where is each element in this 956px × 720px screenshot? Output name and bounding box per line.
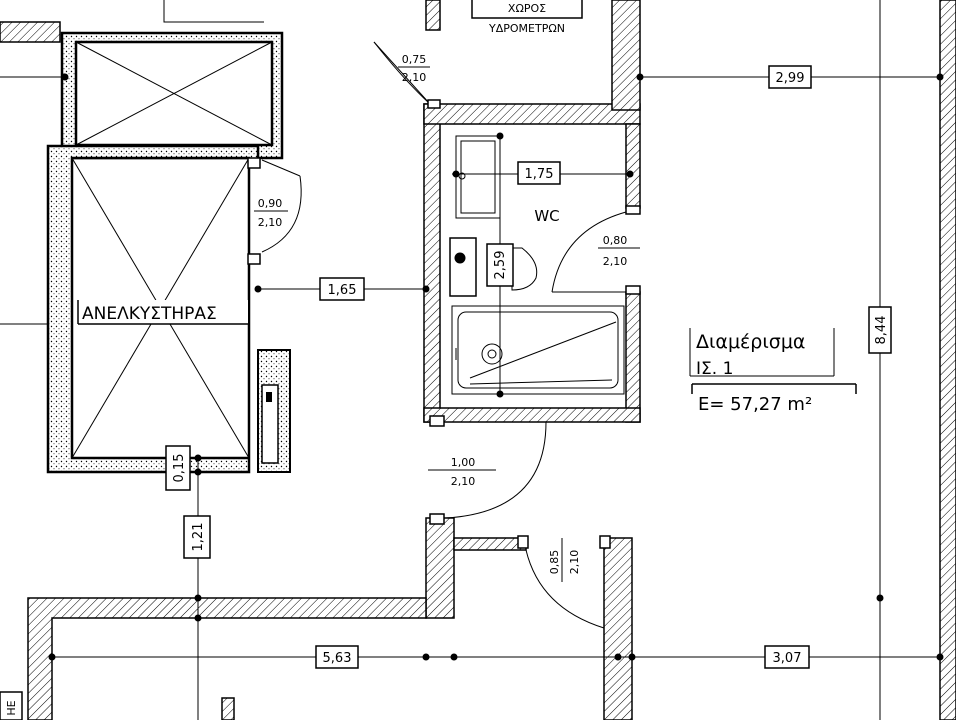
door1-height: 2,10: [402, 71, 427, 84]
dim-wc-width: 1,75: [525, 167, 554, 182]
meter-room-text-2: ΥΔΡΟΜΕΤΡΩΝ: [488, 22, 565, 35]
door4-width: 1,00: [451, 456, 476, 469]
door-jambs: [247, 99, 641, 549]
elevator-shaft-walls: [46, 31, 291, 474]
apartment-area: Ε= 57,27 m²: [698, 394, 812, 415]
door5-height: 2,10: [568, 550, 581, 575]
wc-fixtures: [449, 135, 625, 395]
door2-width: 0,90: [258, 197, 283, 210]
dim-corridor: 1,65: [328, 283, 357, 298]
dim-top-right: 2,99: [776, 71, 805, 86]
elevator-text: ΑΝΕΛΚΥΣΤΗΡΑΣ: [82, 304, 217, 324]
dim-bottom-right: 3,07: [773, 651, 802, 666]
door3-width: 0,80: [603, 234, 628, 247]
door-labels: 0,75 2,10 0,90 2,10 0,80 2,10 1,00 2,10 …: [254, 53, 640, 582]
door1-width: 0,75: [402, 53, 427, 66]
door4-height: 2,10: [451, 475, 476, 488]
door3-height: 2,10: [603, 255, 628, 268]
wc-label: WC: [534, 207, 559, 225]
apartment-title: Διαμέρισμα: [696, 331, 805, 353]
dimension-values: 2,99 1,75 2,59 1,65 8,44 0,15 1,21 5,63 …: [165, 65, 892, 669]
edge-label: HE: [0, 691, 23, 720]
door2-height: 2,10: [258, 216, 283, 229]
door5-width: 0,85: [548, 550, 561, 575]
apartment-label: Διαμέρισμα ΙΣ. 1 Ε= 57,27 m²: [689, 328, 857, 415]
door-swings: [163, 0, 627, 629]
meter-room-label: ΧΩΡΟΣ ΥΔΡΟΜΕΤΡΩΝ: [471, 0, 583, 35]
dim-lobby-depth: 1,21: [191, 523, 206, 552]
apartment-floor: ΙΣ. 1: [696, 359, 733, 379]
elevator-label: ΑΝΕΛΚΥΣΤΗΡΑΣ: [76, 300, 248, 325]
meter-room-text-1: ΧΩΡΟΣ: [508, 2, 546, 15]
dim-small-gap: 0,15: [172, 454, 187, 483]
dim-right-height: 8,44: [874, 316, 889, 345]
dim-wc-depth: 2,59: [493, 251, 508, 280]
elevator-cabin-cross: [71, 41, 273, 459]
dim-bottom-left: 5,63: [323, 651, 352, 666]
edge-label-text: HE: [5, 700, 18, 715]
